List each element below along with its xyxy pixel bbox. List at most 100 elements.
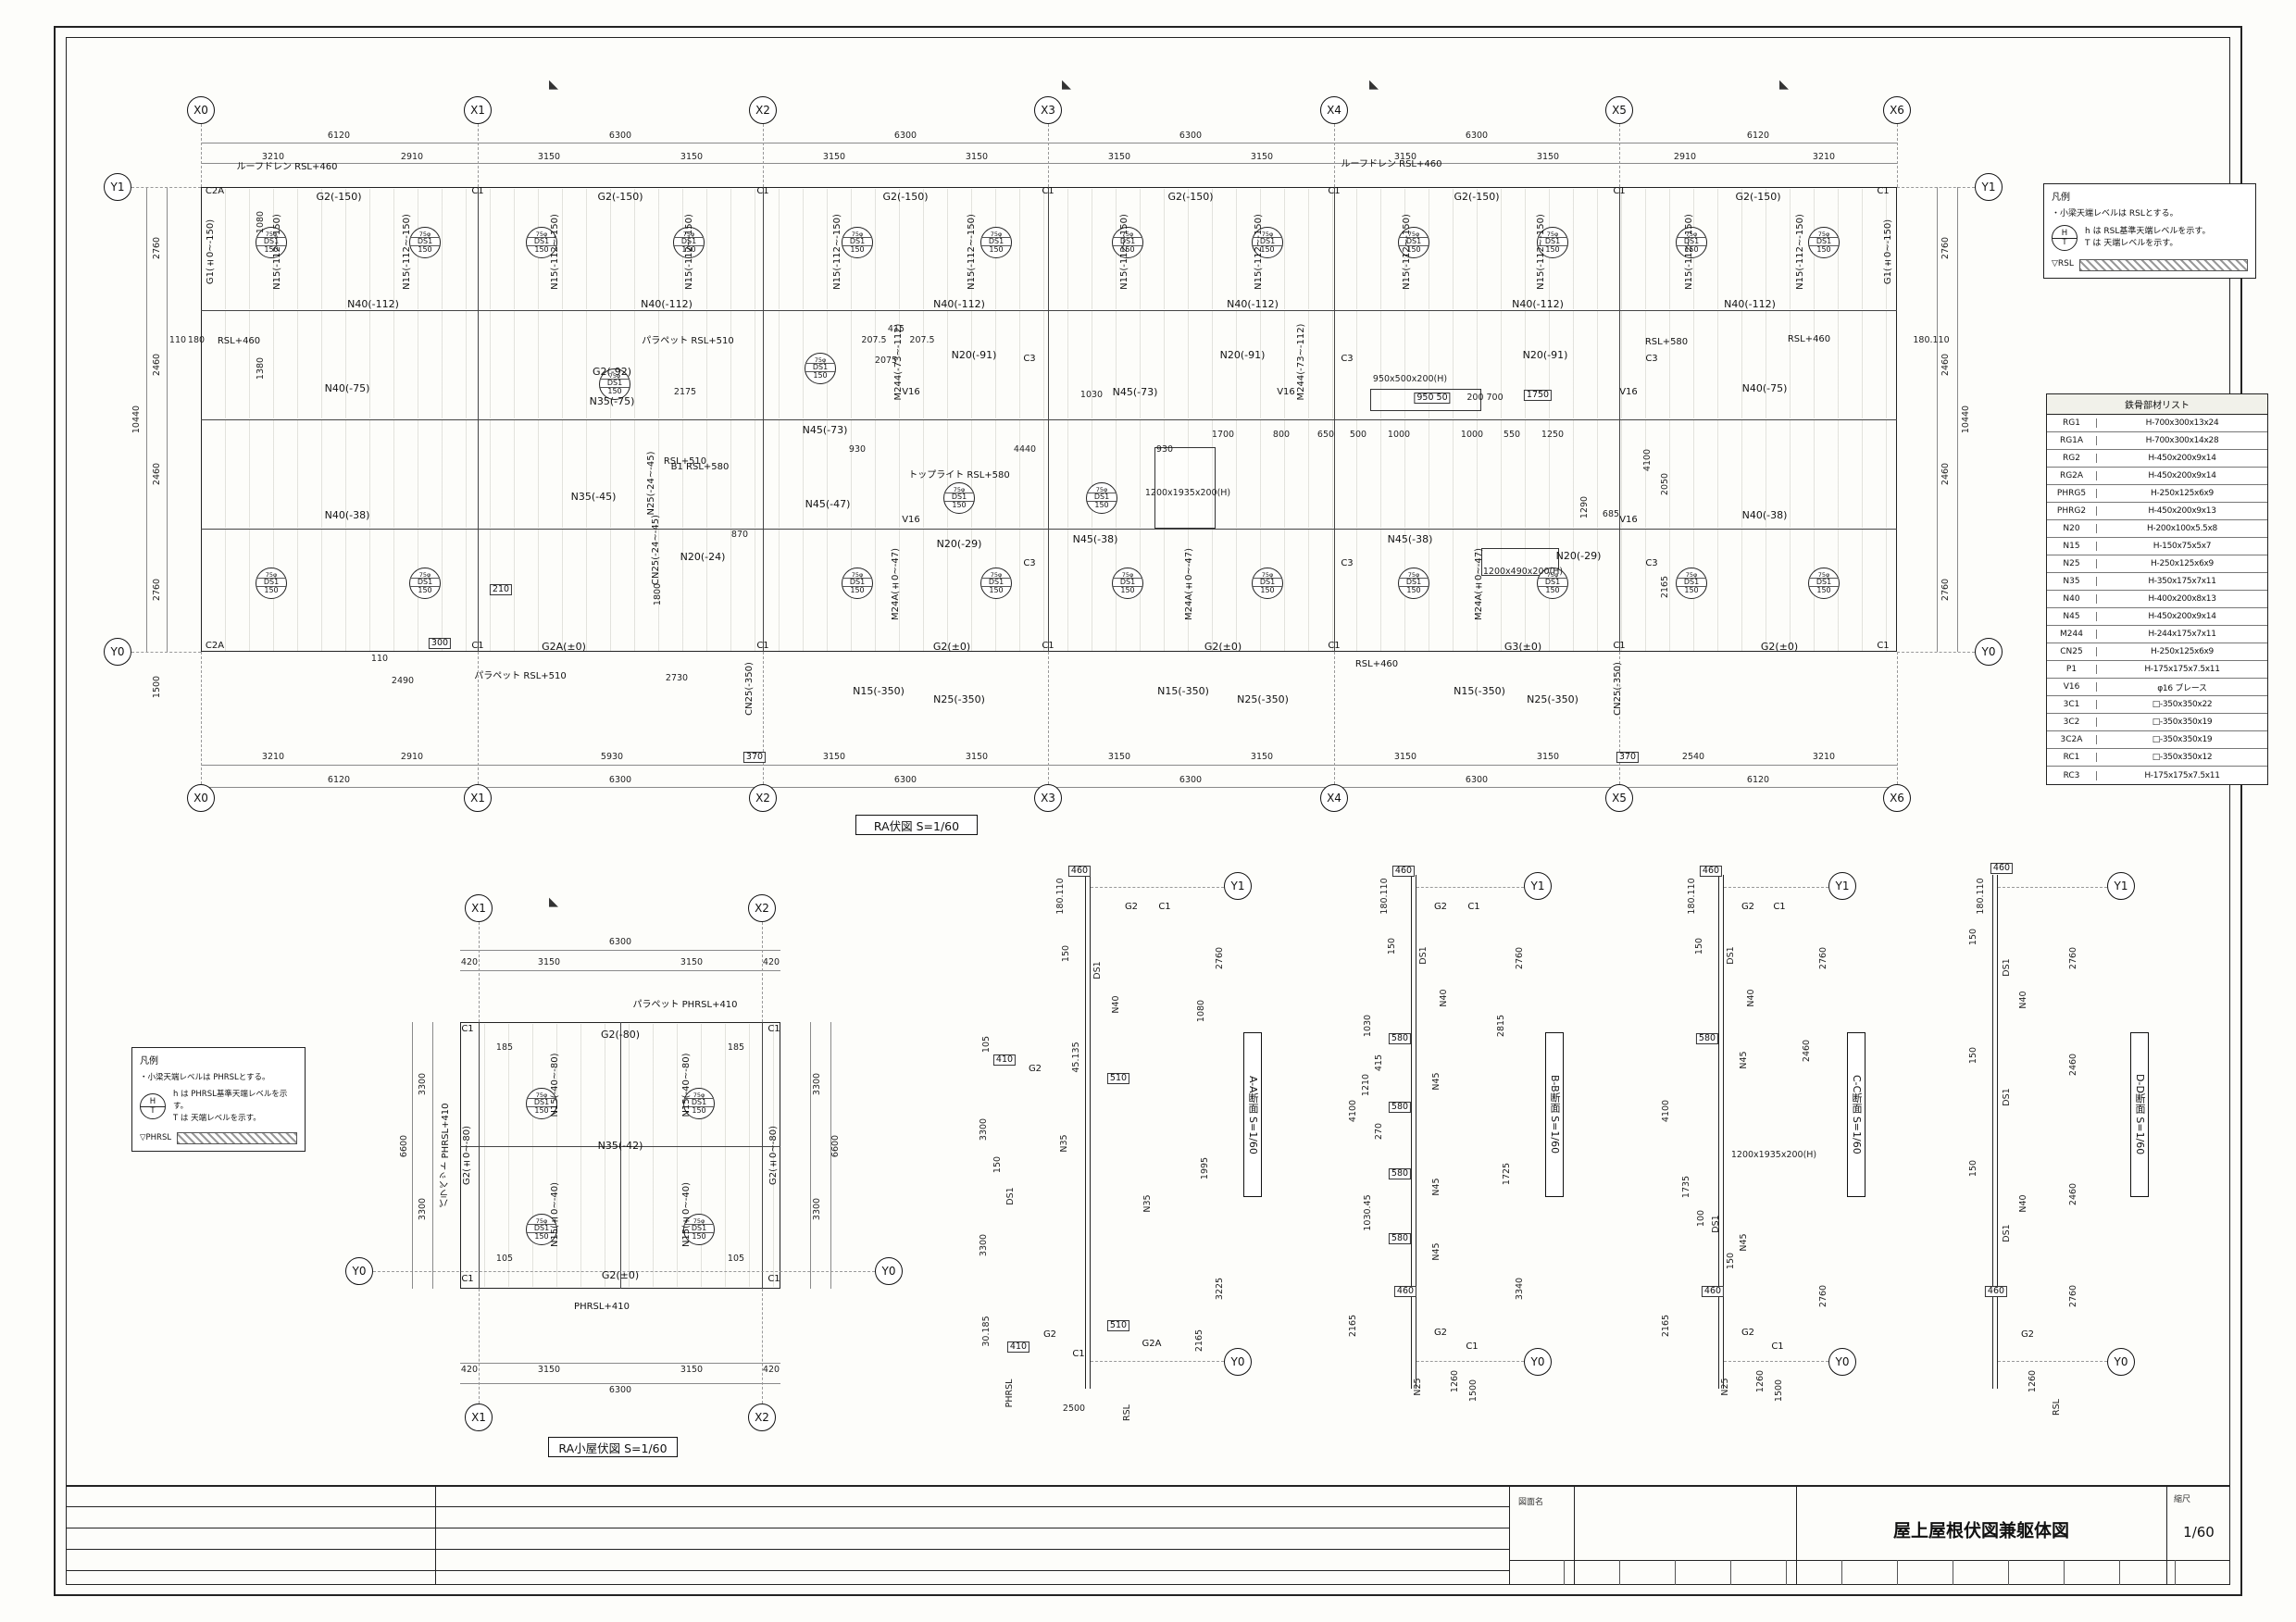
plan-label: 460 [1067, 866, 1092, 877]
connector-line [1998, 1361, 2107, 1362]
symbol-top: H [2061, 228, 2068, 238]
schedule-row: N35 H-350x175x7x11 [2047, 573, 2267, 591]
plan-label: N40(-75) [1741, 382, 1788, 395]
plan-label: G2(±0) [1204, 641, 1242, 654]
drain-dim: 150 [989, 245, 1004, 255]
plan-label: 150 [1061, 944, 1072, 963]
plan-label: 1750 [1523, 390, 1553, 401]
section-a-wall-line [1085, 875, 1091, 1389]
plan-label: 2760 [152, 578, 163, 602]
member-tag: RG2A [2047, 471, 2097, 480]
plan-label: N20(-24) [680, 551, 726, 564]
drain-dim: 150 [418, 245, 432, 255]
titleblock-line [1796, 1485, 1797, 1585]
plan-label: 6300 [893, 775, 917, 786]
plan-label: G2 [1433, 901, 1448, 912]
plan-label: 3300 [979, 1117, 990, 1142]
drain-tag: DS1 [684, 1098, 714, 1108]
drain-marker-icon: 75φ DS1 150 [1112, 568, 1143, 599]
plan-label: 3150 [537, 957, 561, 968]
drain-tag: DS1 [1087, 493, 1117, 503]
plan-label: N40(-112) [1724, 298, 1776, 311]
plan-label: C1 [756, 640, 769, 651]
plan-label: C1 [461, 1273, 474, 1284]
drain-tag: DS1 [684, 1224, 714, 1234]
plan-label: 2760 [1515, 946, 1526, 970]
axis-extension-line [762, 922, 763, 1022]
plan-label: N35(-42) [597, 1140, 643, 1153]
drain-tag: DS1 [981, 578, 1011, 588]
axis-extension-line [1897, 124, 1898, 187]
hatch-swatch [2078, 258, 2248, 271]
symbol-divider [2053, 237, 2077, 239]
plan-label: RSL+460 [1354, 658, 1399, 669]
plan-label: 460 [1984, 1286, 2008, 1297]
axis-bubble: Y0 [875, 1257, 903, 1285]
plan-label: 3150 [1393, 752, 1417, 763]
plan-label: N45(-38) [1072, 533, 1118, 546]
member-size: H-450x200x9x14 [2148, 471, 2216, 480]
plan-label: 2165 [1660, 575, 1671, 599]
equipment-outline [1481, 548, 1559, 576]
plan-label: V16 [1277, 386, 1295, 397]
plan-label: G2(-150) [1735, 191, 1781, 204]
drain-size: 75φ [535, 1216, 548, 1225]
drain-marker-icon: 75φ DS1 150 [409, 568, 441, 599]
connector-line [1416, 887, 1524, 888]
schedule-row: N15 H-150x75x5x7 [2047, 538, 2267, 555]
dim-line [1957, 187, 1958, 652]
drain-dim: 150 [850, 586, 865, 595]
plan-label: 2760 [1940, 578, 1952, 602]
plan-label: N45(-38) [1387, 533, 1433, 546]
plan-label: N40(-112) [1227, 298, 1279, 311]
drain-tag: DS1 [1253, 578, 1282, 588]
plan-label: 185 [495, 1042, 514, 1054]
plan-label: N35 [1059, 1134, 1070, 1153]
plan-label: C1 [1877, 185, 1890, 196]
plan-label: ルーフドレン RSL+460 [236, 161, 338, 172]
plan-label: 3210 [1812, 152, 1836, 163]
plan-label: N45 [1739, 1051, 1750, 1069]
legend-title: 凡例 [140, 1056, 158, 1067]
plan-label: 180.110 [1913, 335, 1950, 346]
plan-label: G2(-150) [316, 191, 362, 204]
drain-size: 75φ [1546, 570, 1559, 579]
plan-label: N45(-73) [802, 424, 848, 437]
plan-label: N15(-112~-150) [1401, 214, 1412, 290]
plan-label: 650 [1316, 430, 1335, 441]
drain-marker-icon: 75φ DS1 150 [1252, 568, 1283, 599]
member-tag: N35 [2047, 577, 2097, 586]
schedule-row: CN25 H-250x125x6x9 [2047, 643, 2267, 661]
plan-label: G2(±0) [601, 1269, 640, 1282]
drain-dim: 150 [534, 1232, 549, 1241]
plan-label: 950x500x200(H) [1372, 374, 1448, 385]
plan-label: 510 [1106, 1320, 1130, 1331]
plan-label: G2(±0~-80) [461, 1126, 472, 1185]
plan-label: 3210 [261, 752, 285, 763]
plan-label: N15(-40~-80) [549, 1053, 560, 1117]
axis-bubble: X1 [464, 96, 492, 124]
plan-label: 180.110 [1055, 878, 1067, 915]
connector-line [1416, 1361, 1524, 1362]
member-tag: N20 [2047, 524, 2097, 533]
axis-bubble: X3 [1034, 96, 1062, 124]
plan-label: 4100 [1661, 1099, 1672, 1123]
dim-line [201, 765, 1897, 766]
axis-bubble: X2 [749, 96, 777, 124]
schedule-row: N45 H-450x200x9x14 [2047, 608, 2267, 626]
drain-dim: 150 [534, 1106, 549, 1116]
plan-label: CN25(-24~-45) [650, 514, 661, 586]
schedule-row: 3C2A □-350x350x19 [2047, 731, 2267, 749]
plan-label: 685 [1602, 509, 1620, 520]
plan-label: RSL+510 [663, 455, 707, 467]
schedule-row: RC3 H-175x175x7.5x11 [2047, 767, 2267, 784]
plan-label: 580 [1388, 1168, 1412, 1179]
drain-dim: 150 [952, 501, 967, 510]
plan-label: 105 [727, 1254, 745, 1265]
plan-label: 2460 [2068, 1182, 2079, 1206]
axis-bubble: Y1 [1224, 872, 1252, 900]
plan-label: ◣ [1369, 78, 1379, 93]
plan-label: 150 [1726, 1252, 1737, 1270]
axis-bubble: X3 [1034, 784, 1062, 812]
member-size: H-200x100x5.5x8 [2147, 524, 2217, 533]
